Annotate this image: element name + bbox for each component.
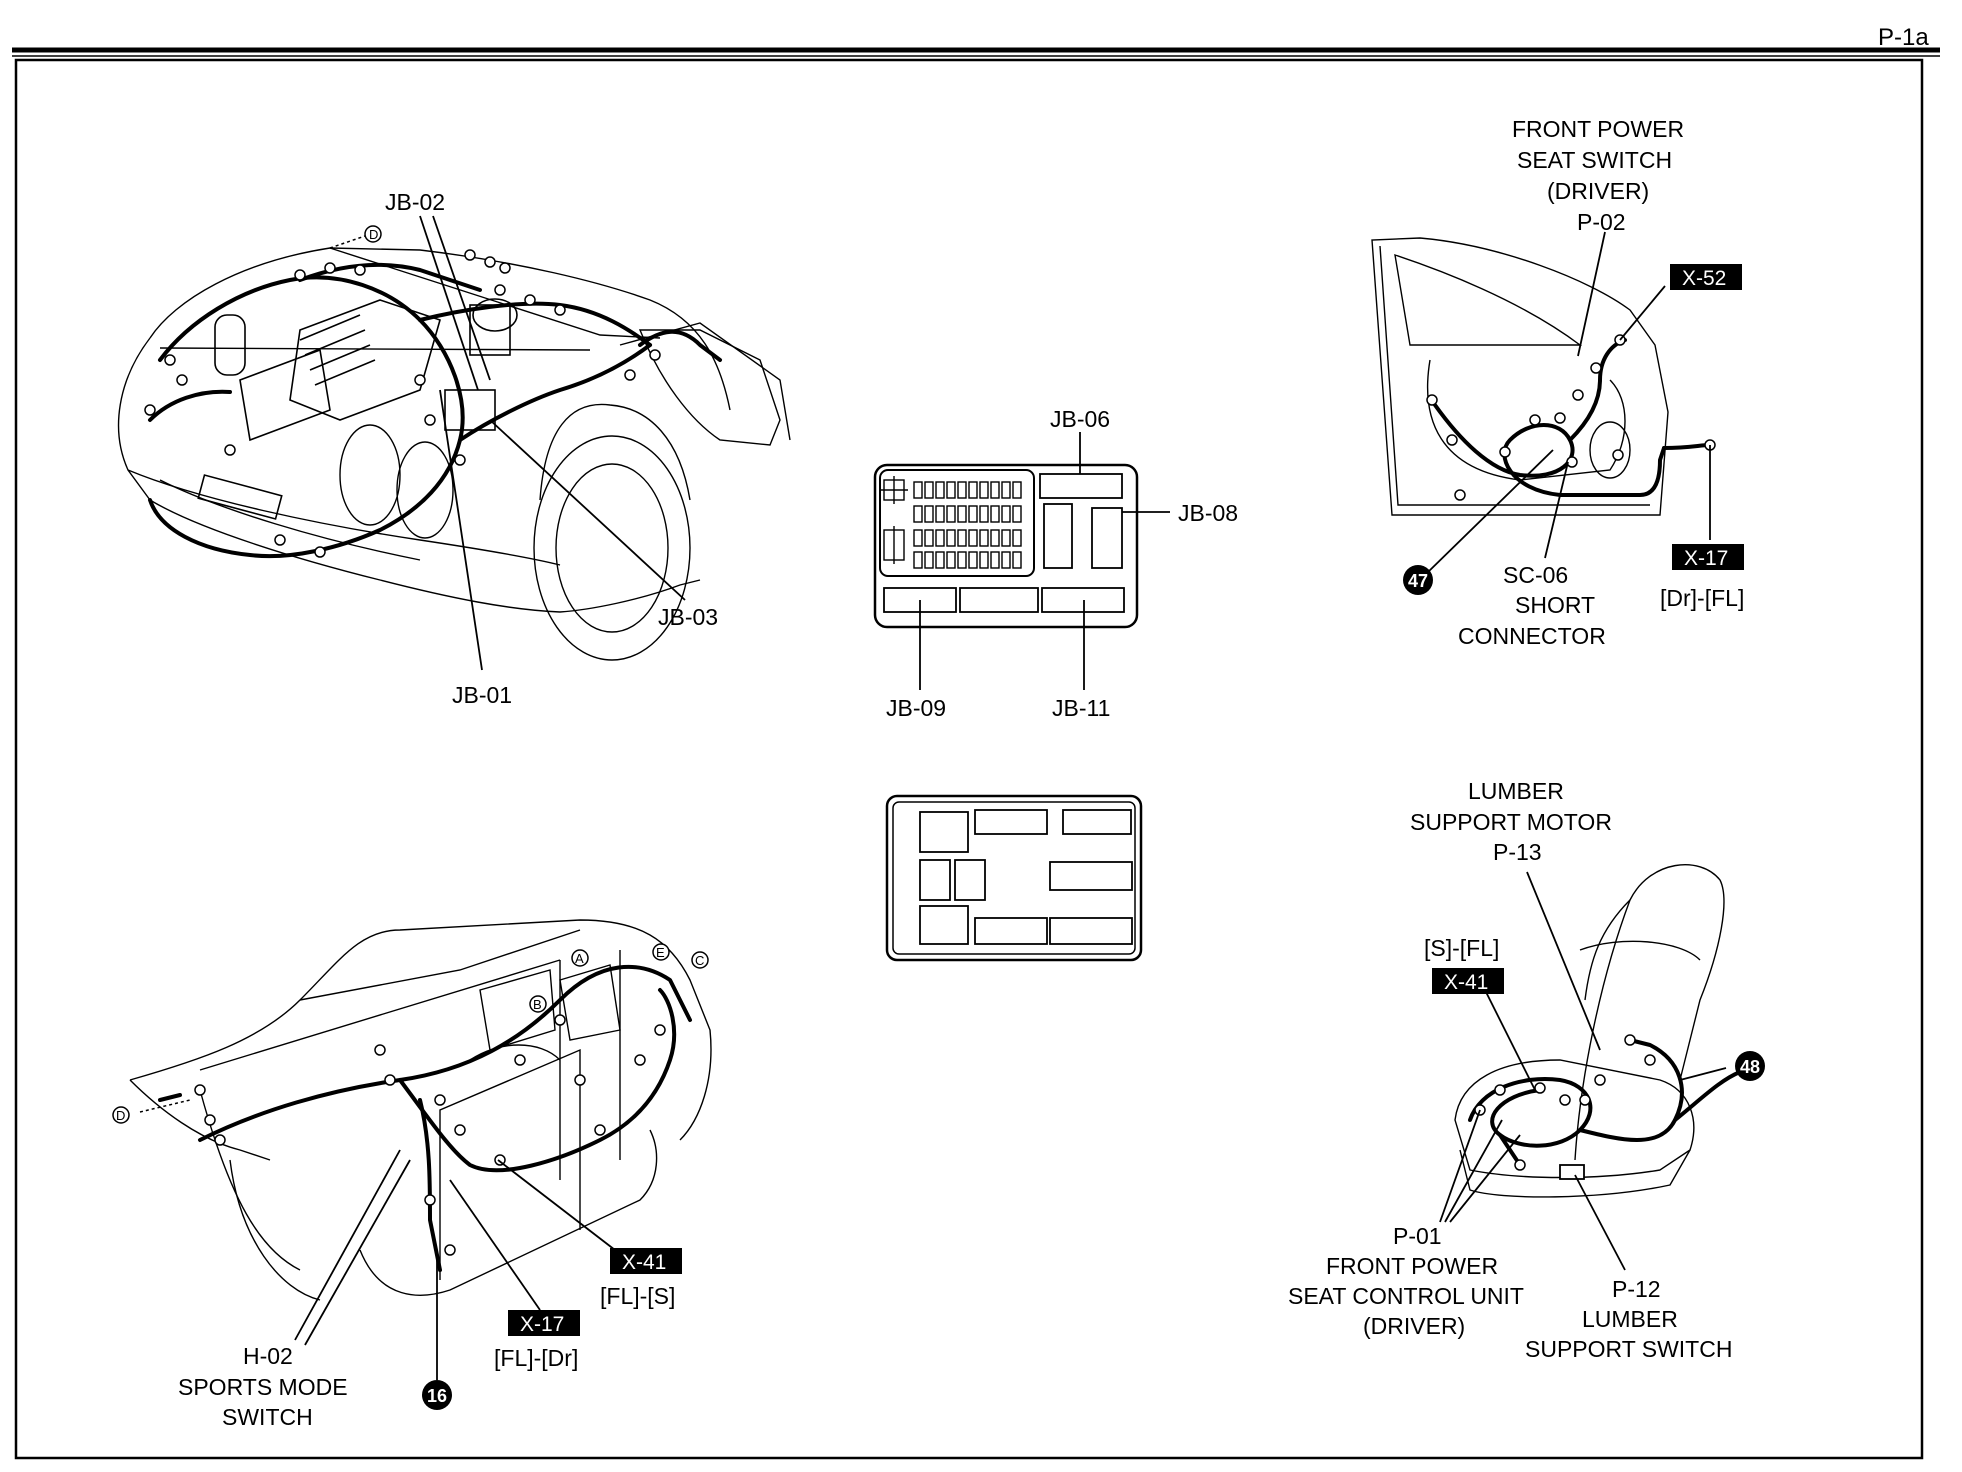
seat-title-line-3: P-13 [1493, 839, 1542, 865]
fuse-slot [979, 481, 989, 499]
ground-48: 48 [1740, 1057, 1760, 1077]
fuse-slot [935, 481, 945, 499]
sc06-line-2: SHORT [1515, 592, 1595, 618]
fuse-slot [990, 529, 1000, 547]
label-jb-11: JB-11 [1052, 695, 1110, 721]
fuse-slot [990, 481, 1000, 499]
fuse-slot [957, 551, 967, 569]
page-id: P-1a [1878, 24, 1929, 51]
engine-compartment-view: D JB-02 JB-03 JB-01 [117, 189, 791, 708]
seat-view: LUMBER SUPPORT MOTOR P-13 [S]-[FL] X-41 … [1288, 778, 1765, 1362]
h02-line-1: H-02 [243, 1343, 293, 1369]
fuse-slot [968, 481, 978, 499]
ground-47: 47 [1408, 571, 1428, 591]
h02-line-2: SPORTS MODE [178, 1374, 348, 1400]
door-title: FRONT POWER SEAT SWITCH (DRIVER) P-02 [1512, 116, 1684, 235]
door-title-line-4: P-02 [1577, 209, 1626, 235]
fuse-slot [1012, 551, 1022, 569]
p01-line-2: FRONT POWER [1326, 1253, 1498, 1279]
fuse-slot [979, 551, 989, 569]
fuse-slot [979, 529, 989, 547]
p12-line-1: P-12 [1612, 1276, 1661, 1302]
box-x52: X-52 [1682, 267, 1726, 290]
x17-door-sub: [Dr]-[FL] [1660, 585, 1744, 611]
door-title-line-2: SEAT SWITCH [1517, 147, 1672, 173]
junction-block-diagram: JB-06 JB-08 JB-09 JB-11 [873, 406, 1238, 721]
fuse-slot [968, 529, 978, 547]
fuse-slot [968, 551, 978, 569]
fuse-slot [990, 551, 1000, 569]
seat-title-line-2: SUPPORT MOTOR [1410, 809, 1612, 835]
fuse-slot [924, 551, 934, 569]
h02-line-3: SWITCH [222, 1404, 313, 1430]
p12-line-3: SUPPORT SWITCH [1525, 1336, 1732, 1362]
door-title-line-3: (DRIVER) [1547, 178, 1649, 204]
label-jb-02: JB-02 [385, 189, 445, 215]
fuse-slot [968, 505, 978, 523]
body-marker-b: B [533, 997, 542, 1012]
box-x17-body: X-17 [520, 1313, 564, 1336]
relay-box-diagram [885, 794, 1143, 962]
fuse-slot [957, 529, 967, 547]
label-jb-09: JB-09 [886, 695, 946, 721]
p01-line-1: P-01 [1393, 1223, 1442, 1249]
fuse-slot [1001, 505, 1011, 523]
fuse-slot [913, 529, 923, 547]
x17-body-sub: [FL]-[Dr] [494, 1345, 578, 1371]
fuse-slot [990, 505, 1000, 523]
fuse-slot [946, 529, 956, 547]
label-jb-06: JB-06 [1050, 406, 1110, 432]
fuse-slot [957, 481, 967, 499]
fuse-slot [946, 505, 956, 523]
body-marker-e: E [656, 945, 665, 960]
fuse-slot [1001, 481, 1011, 499]
x41-seat-sub: [S]-[FL] [1424, 935, 1499, 961]
fuse-slot [935, 551, 945, 569]
fuse-slot [913, 551, 923, 569]
fuse-slot [957, 505, 967, 523]
box-x17-door: X-17 [1684, 547, 1728, 570]
seat-title-line-1: LUMBER [1468, 778, 1564, 804]
ground-16: 16 [427, 1386, 447, 1406]
p12-line-2: LUMBER [1582, 1306, 1678, 1332]
sc06-line-1: SC-06 [1503, 562, 1568, 588]
fuse-slot [946, 481, 956, 499]
fuse-slot [935, 505, 945, 523]
fuse-slot [979, 505, 989, 523]
fuse-slot [1001, 551, 1011, 569]
front-door-view: FRONT POWER SEAT SWITCH (DRIVER) P-02 X-… [1371, 116, 1744, 649]
label-jb-01: JB-01 [452, 682, 512, 708]
fuse-slot [913, 505, 923, 523]
fuse-slot [1012, 505, 1022, 523]
box-x41-seat: X-41 [1444, 971, 1488, 994]
fuse-slot [924, 481, 934, 499]
body-marker-a: A [575, 951, 584, 966]
fuse-slot [1012, 529, 1022, 547]
fuse-slot [924, 505, 934, 523]
door-title-line-1: FRONT POWER [1512, 116, 1684, 142]
vehicle-body-view: D A B E C X-41 [FL]-[S] X-17 [FL]-[Dr] 1… [112, 919, 712, 1430]
fuse-slot [1012, 481, 1022, 499]
sc06-line-3: CONNECTOR [1458, 623, 1606, 649]
fuse-slot [924, 529, 934, 547]
body-marker-c: C [695, 953, 704, 968]
fuse-slot [1001, 529, 1011, 547]
p01-line-4: (DRIVER) [1363, 1313, 1465, 1339]
fuse-slot [913, 481, 923, 499]
fuse-slot [946, 551, 956, 569]
label-jb-08: JB-08 [1178, 500, 1238, 526]
marker-d: D [369, 227, 378, 242]
p01-line-3: SEAT CONTROL UNIT [1288, 1283, 1524, 1309]
body-marker-d: D [116, 1108, 125, 1123]
box-x41-body: X-41 [622, 1251, 666, 1274]
label-jb-03: JB-03 [658, 604, 718, 630]
x41-body-sub: [FL]-[S] [600, 1283, 675, 1309]
page-frame: P-1a [12, 24, 1940, 1460]
fuse-slot [935, 529, 945, 547]
